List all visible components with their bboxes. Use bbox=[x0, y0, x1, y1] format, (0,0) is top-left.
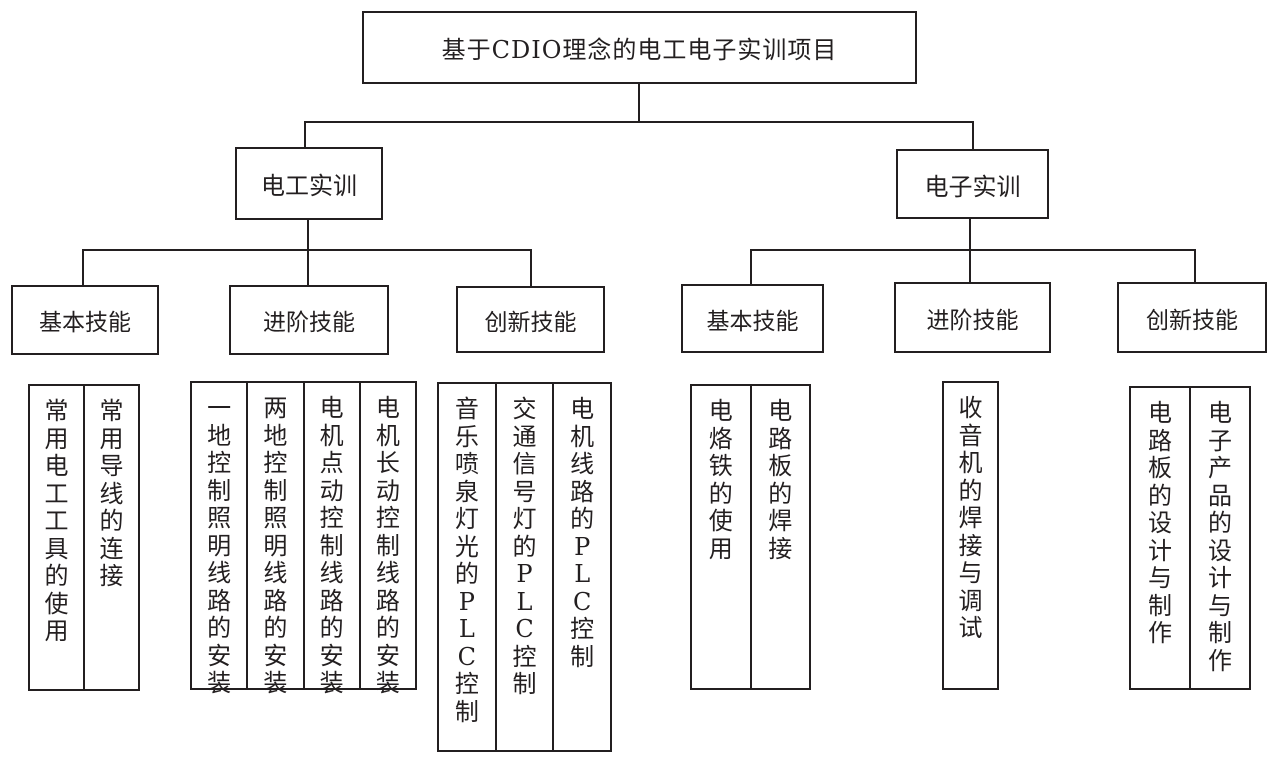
leaf-item-text: 电子产品的设计与制作 bbox=[1208, 399, 1232, 675]
e-innovation-items: 音乐喷泉灯光的PLC控制 交通信号灯的PLC控制 电机线路的PLC控制 bbox=[437, 382, 612, 752]
leaf-item: 电机长动控制线路的安装 bbox=[358, 383, 415, 697]
root-node: 基于CDIO理念的电工电子实训项目 bbox=[362, 11, 917, 84]
e-basic-skills-label: 基本技能 bbox=[39, 310, 131, 336]
d-basic-skills-label: 基本技能 bbox=[706, 308, 799, 335]
leaf-item-text: 电路板的焊接 bbox=[768, 397, 793, 563]
e-advanced-skills-label: 进阶技能 bbox=[263, 310, 355, 336]
leaf-item: 常用导线的连接 bbox=[83, 386, 138, 689]
leaf-item: 电机线路的PLC控制 bbox=[552, 384, 610, 750]
root-label: 基于CDIO理念的电工电子实训项目 bbox=[441, 36, 838, 64]
e-basic-items: 常用电工工具的使用 常用导线的连接 bbox=[28, 384, 140, 691]
leaf-item: 一地控制照明线路的安装 bbox=[192, 383, 246, 697]
e-advanced-items: 一地控制照明线路的安装 两地控制照明线路的安装 电机点动控制线路的安装 电机长动… bbox=[190, 381, 417, 697]
leaf-item-text: 电机长动控制线路的安装 bbox=[375, 394, 400, 697]
branch-electrician-node: 电工实训 bbox=[235, 147, 383, 220]
leaf-item-text: 两地控制照明线路的安装 bbox=[263, 394, 288, 697]
d-advanced-skills-label: 进阶技能 bbox=[926, 307, 1019, 334]
leaf-item: 电烙铁的使用 bbox=[692, 386, 750, 688]
d-innovation-skills-label: 创新技能 bbox=[1146, 307, 1238, 334]
leaf-item-text: 常用电工工具的使用 bbox=[44, 397, 69, 645]
leaf-item: 电机点动控制线路的安装 bbox=[302, 383, 359, 697]
leaf-item: 电子产品的设计与制作 bbox=[1189, 388, 1249, 688]
leaf-item-text: 电机线路的PLC控制 bbox=[570, 395, 595, 671]
leaf-item: 音乐喷泉灯光的PLC控制 bbox=[439, 384, 495, 750]
leaf-item: 交通信号灯的PLC控制 bbox=[494, 384, 553, 750]
d-innovation-skills-node: 创新技能 bbox=[1117, 282, 1267, 353]
leaf-item: 电路板的焊接 bbox=[749, 386, 810, 688]
d-advanced-items: 收音机的焊接与调试 bbox=[942, 381, 999, 690]
e-innovation-skills-label: 创新技能 bbox=[484, 309, 577, 336]
leaf-item-text: 音乐喷泉灯光的PLC控制 bbox=[454, 395, 479, 726]
leaf-item: 电路板的设计与制作 bbox=[1131, 388, 1189, 688]
branch-electrician-label: 电工实训 bbox=[261, 172, 357, 200]
d-basic-items: 电烙铁的使用 电路板的焊接 bbox=[690, 384, 811, 690]
leaf-item-text: 电机点动控制线路的安装 bbox=[319, 394, 344, 697]
leaf-item: 常用电工工具的使用 bbox=[30, 386, 83, 689]
d-basic-skills-node: 基本技能 bbox=[681, 284, 824, 353]
leaf-item-text: 收音机的焊接与调试 bbox=[958, 394, 983, 642]
leaf-item-text: 电路板的设计与制作 bbox=[1148, 399, 1172, 647]
leaf-item-text: 常用导线的连接 bbox=[99, 397, 124, 590]
branch-electronics-label: 电子实训 bbox=[924, 172, 1021, 201]
leaf-item: 收音机的焊接与调试 bbox=[944, 383, 997, 688]
leaf-item-text: 一地控制照明线路的安装 bbox=[207, 394, 232, 697]
branch-electronics-node: 电子实训 bbox=[896, 149, 1049, 219]
leaf-item: 两地控制照明线路的安装 bbox=[246, 383, 302, 697]
e-basic-skills-node: 基本技能 bbox=[11, 285, 159, 355]
d-innovation-items: 电路板的设计与制作 电子产品的设计与制作 bbox=[1129, 386, 1251, 690]
leaf-item-text: 交通信号灯的PLC控制 bbox=[512, 395, 537, 698]
d-advanced-skills-node: 进阶技能 bbox=[894, 282, 1051, 353]
e-innovation-skills-node: 创新技能 bbox=[456, 286, 605, 353]
e-advanced-skills-node: 进阶技能 bbox=[229, 285, 389, 355]
leaf-item-text: 电烙铁的使用 bbox=[708, 397, 733, 563]
